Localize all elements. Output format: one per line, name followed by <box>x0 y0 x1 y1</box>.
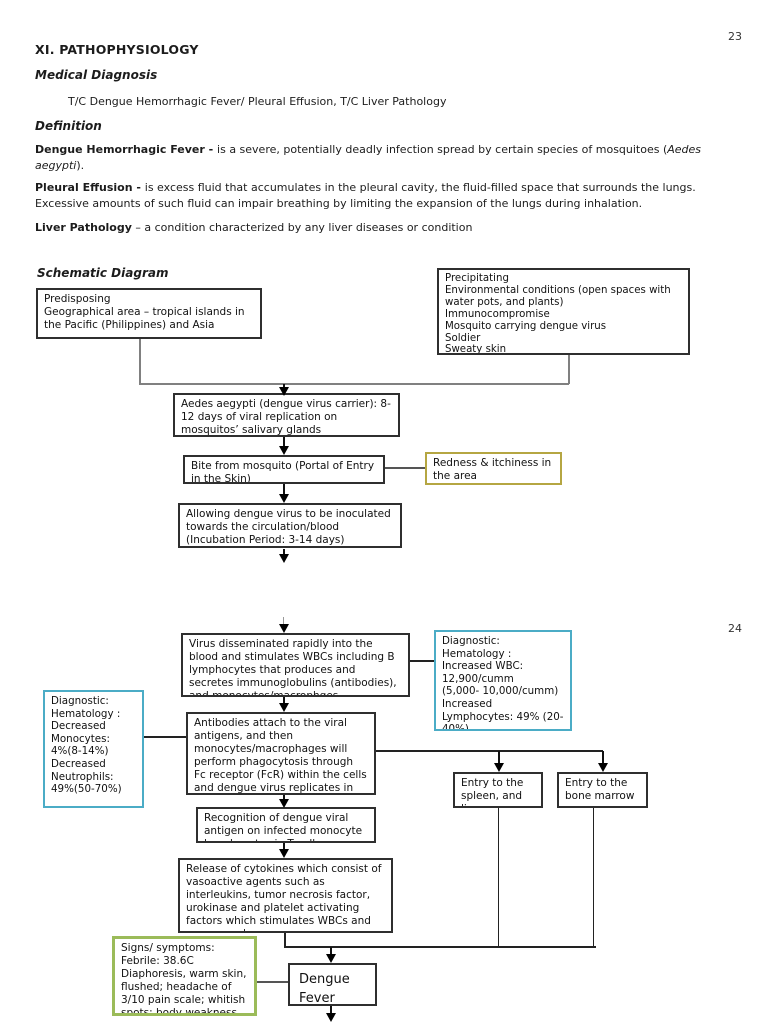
arrow-stem-recognition <box>283 795 285 799</box>
entry-bone-marrow-box: Entry to the bone marrow <box>557 772 648 808</box>
definition-pleural-term: Pleural Effusion - <box>35 181 145 194</box>
diagnostic-decreased-monocytes-box: Diagnostic: Hematology : Decreased Monoc… <box>43 690 144 808</box>
cytokine-release-box: Release of cytokines which consist of va… <box>178 858 393 933</box>
connector-predisposing-down <box>139 339 141 384</box>
precipitating-box: Precipitating Environmental conditions (… <box>437 268 690 355</box>
arrow-down-icon <box>278 554 289 563</box>
virus-dissemination-box: Virus disseminated rapidly into the bloo… <box>181 633 410 697</box>
page-number-23: 23 <box>728 30 742 43</box>
medical-diagnosis-body: T/C Dengue Hemorrhagic Fever/ Pleural Ef… <box>68 95 447 108</box>
connector-precipitating-down <box>568 355 570 384</box>
connector-signs-dengue <box>257 981 288 983</box>
arrow-stem-bite <box>283 437 285 446</box>
definition-pleural-text: is excess fluid that accumulates in the … <box>35 181 696 210</box>
definition-liver-term: Liver Pathology <box>35 221 132 234</box>
definition-dengue-dash: - <box>204 143 218 156</box>
connector-diagnostic-antibodies <box>144 736 186 738</box>
arrow-down-icon <box>493 763 504 772</box>
diagnostic-increased-wbc-box: Diagnostic: Hematology : Increased WBC: … <box>434 630 572 731</box>
definition-liver: Liver Pathology – a condition characteri… <box>35 220 741 236</box>
connector-spleen-down <box>498 808 499 946</box>
connector-merge-horizontal <box>139 383 569 385</box>
definition-dengue-species: Aedes aegypti <box>35 143 702 172</box>
connector-marrow-down <box>593 808 594 946</box>
definition-pleural: Pleural Effusion - is excess fluid that … <box>35 180 741 211</box>
arrow-down-icon <box>278 494 289 503</box>
page-number-24: 24 <box>728 622 742 635</box>
arrow-stem-release <box>283 843 285 849</box>
medical-diagnosis-heading: Medical Diagnosis <box>35 68 158 82</box>
arrow-down-icon <box>597 763 608 772</box>
predisposing-box: Predisposing Geographical area – tropica… <box>36 288 262 339</box>
recognition-box: Recognition of dengue viral antigen on i… <box>196 807 376 843</box>
definition-dengue-term: Dengue Hemorrhagic Fever <box>35 143 205 156</box>
connector-virus-diagnostic <box>410 660 434 662</box>
connector-bottom-join <box>284 946 596 948</box>
connector-release-down <box>284 933 286 946</box>
definition-heading: Definition <box>35 119 102 133</box>
antibodies-phagocytosis-box: Antibodies attach to the viral antigens,… <box>186 712 376 795</box>
arrow-stem-continuation <box>283 617 284 624</box>
arrow-stem-spleen <box>498 751 500 763</box>
definition-dengue-text: is a severe, potentially deadly infectio… <box>217 143 668 156</box>
arrow-down-icon <box>278 387 289 396</box>
connector-antibodies-branches <box>376 750 603 752</box>
arrow-down-icon <box>278 703 289 712</box>
section-title: XI. PATHOPHYSIOLOGY <box>35 42 199 57</box>
arrow-down-icon <box>278 849 289 858</box>
arrow-down-icon <box>325 954 336 963</box>
definition-liver-text: – a condition characterized by any liver… <box>131 221 473 234</box>
definition-dengue-tail: ). <box>76 158 85 172</box>
schematic-diagram-heading: Schematic Diagram <box>37 266 169 280</box>
arrow-down-icon <box>278 799 289 808</box>
definition-dengue: Dengue Hemorrhagic Fever - is a severe, … <box>35 142 741 173</box>
connector-bite-redness <box>385 467 425 469</box>
arrow-stem-marrow <box>602 751 604 763</box>
arrow-down-icon <box>278 624 289 633</box>
arrow-stem-dengue <box>330 947 332 954</box>
dengue-fever-box: Dengue Fever <box>288 963 377 1006</box>
entry-spleen-box: Entry to the spleen, and liver <box>453 772 543 808</box>
arrow-down-icon <box>325 1013 336 1022</box>
arrow-down-icon <box>278 446 289 455</box>
arrow-stem-next <box>330 1006 332 1013</box>
inoculation-box: Allowing dengue virus to be inoculated t… <box>178 503 402 548</box>
arrow-stem-aedes <box>283 384 285 388</box>
arrow-stem-allowing <box>283 484 285 494</box>
redness-itchiness-box: Redness & itchiness in the area <box>425 452 562 485</box>
bite-mosquito-box: Bite from mosquito (Portal of Entry in t… <box>183 455 385 484</box>
arrow-stem-antibodies <box>283 697 285 703</box>
arrow-stem-pagebreak <box>283 549 285 554</box>
aedes-aegypti-box: Aedes aegypti (dengue virus carrier): 8-… <box>173 393 400 437</box>
signs-symptoms-box: Signs/ symptoms: Febrile: 38.6C Diaphore… <box>112 936 257 1016</box>
